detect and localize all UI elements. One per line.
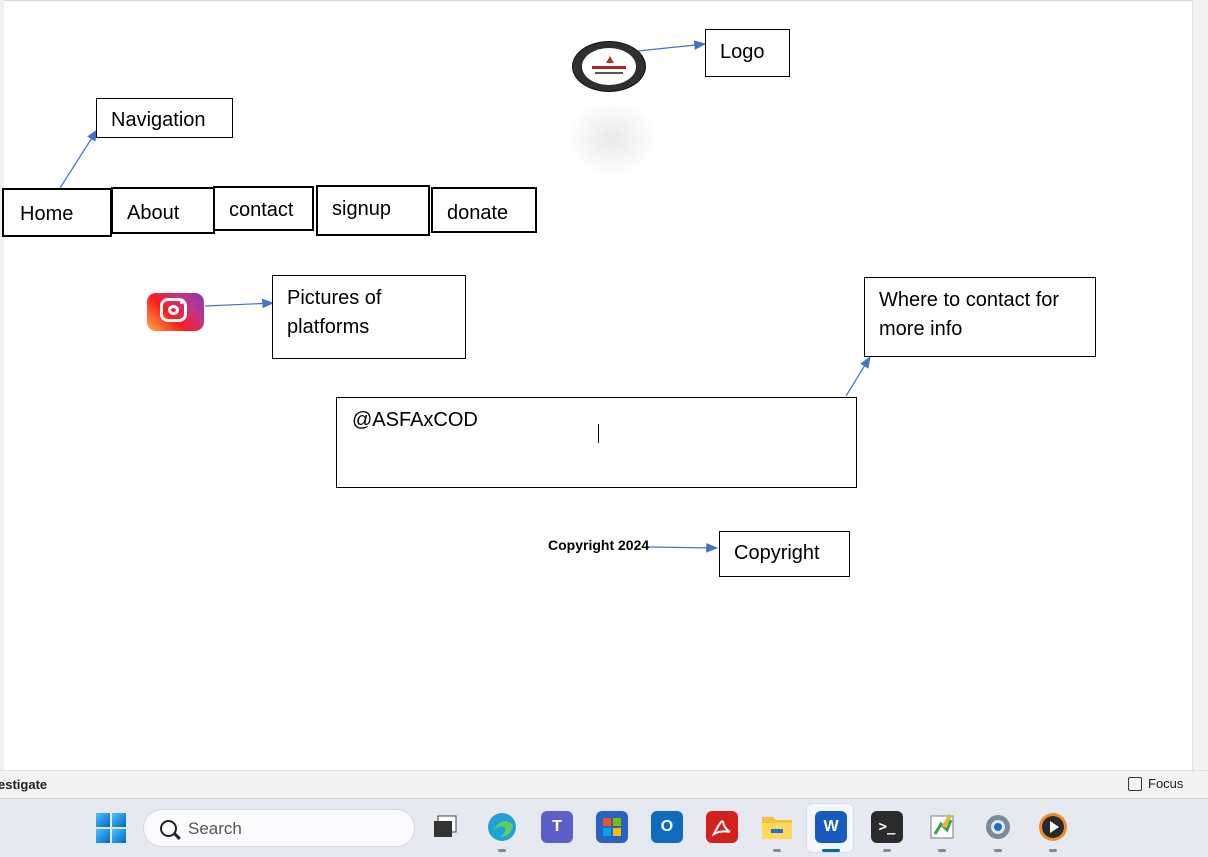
focus-icon <box>1128 776 1142 791</box>
terminal-running-indicator <box>883 849 891 852</box>
arrow-logo <box>637 40 707 52</box>
arrow-contact-info <box>845 355 871 397</box>
task-view-icon[interactable] <box>430 811 462 843</box>
settings-icon[interactable] <box>982 811 1014 843</box>
paint-icon[interactable] <box>926 811 958 843</box>
arrow-copyright <box>648 543 719 553</box>
instagram-icon[interactable] <box>147 293 204 331</box>
word-icon[interactable]: W <box>815 811 847 843</box>
status-bar: estigate Focus <box>0 770 1208 799</box>
annotation-platforms[interactable]: Pictures of platforms <box>272 275 466 359</box>
logo-image <box>572 41 646 92</box>
annotation-contact-info[interactable]: Where to contact for more info <box>864 277 1096 357</box>
annotation-copyright[interactable]: Copyright <box>719 531 850 577</box>
connector-arrows <box>59 40 871 553</box>
search-icon <box>160 820 177 837</box>
edge-icon[interactable] <box>486 811 518 843</box>
focus-button[interactable]: Focus <box>1128 776 1183 791</box>
nav-home[interactable]: Home <box>2 188 112 237</box>
store-icon[interactable] <box>596 811 628 843</box>
text-cursor <box>598 424 599 443</box>
settings-running-indicator <box>994 849 1002 852</box>
arrow-navigation <box>59 128 98 189</box>
windows-start-icon[interactable] <box>96 813 126 843</box>
focus-label: Focus <box>1148 776 1184 791</box>
teams-icon[interactable]: T <box>541 811 573 843</box>
status-text: estigate <box>0 777 48 792</box>
outlook-icon[interactable]: O <box>651 811 683 843</box>
taskbar-search[interactable]: Search <box>143 809 415 847</box>
arrow-platforms <box>204 298 275 309</box>
nav-donate[interactable]: donate <box>431 187 537 233</box>
edge-running-indicator <box>498 849 506 852</box>
decorative-shadow <box>566 100 658 178</box>
window-left-edge <box>0 0 4 770</box>
media-player-icon[interactable] <box>1037 811 1069 843</box>
nav-about[interactable]: About <box>111 187 215 234</box>
contact-handle-box[interactable]: @ASFAxCOD <box>336 397 857 488</box>
annotation-navigation[interactable]: Navigation <box>96 98 233 138</box>
paint-running-indicator <box>938 849 946 852</box>
search-placeholder: Search <box>188 819 242 838</box>
nav-contact[interactable]: contact <box>213 186 314 231</box>
acrobat-icon[interactable] <box>706 811 738 843</box>
nav-signup[interactable]: signup <box>316 185 430 236</box>
copyright-text: Copyright 2024 <box>548 537 650 553</box>
file-explorer-icon[interactable] <box>761 811 793 843</box>
terminal-icon[interactable]: >_ <box>871 811 903 843</box>
annotation-logo[interactable]: Logo <box>705 29 790 77</box>
vertical-scrollbar[interactable] <box>1192 0 1208 770</box>
explorer-running-indicator <box>773 849 781 852</box>
taskbar: Search T O W >_ <box>0 798 1208 857</box>
media-running-indicator <box>1049 849 1057 852</box>
word-active-indicator <box>822 849 840 852</box>
